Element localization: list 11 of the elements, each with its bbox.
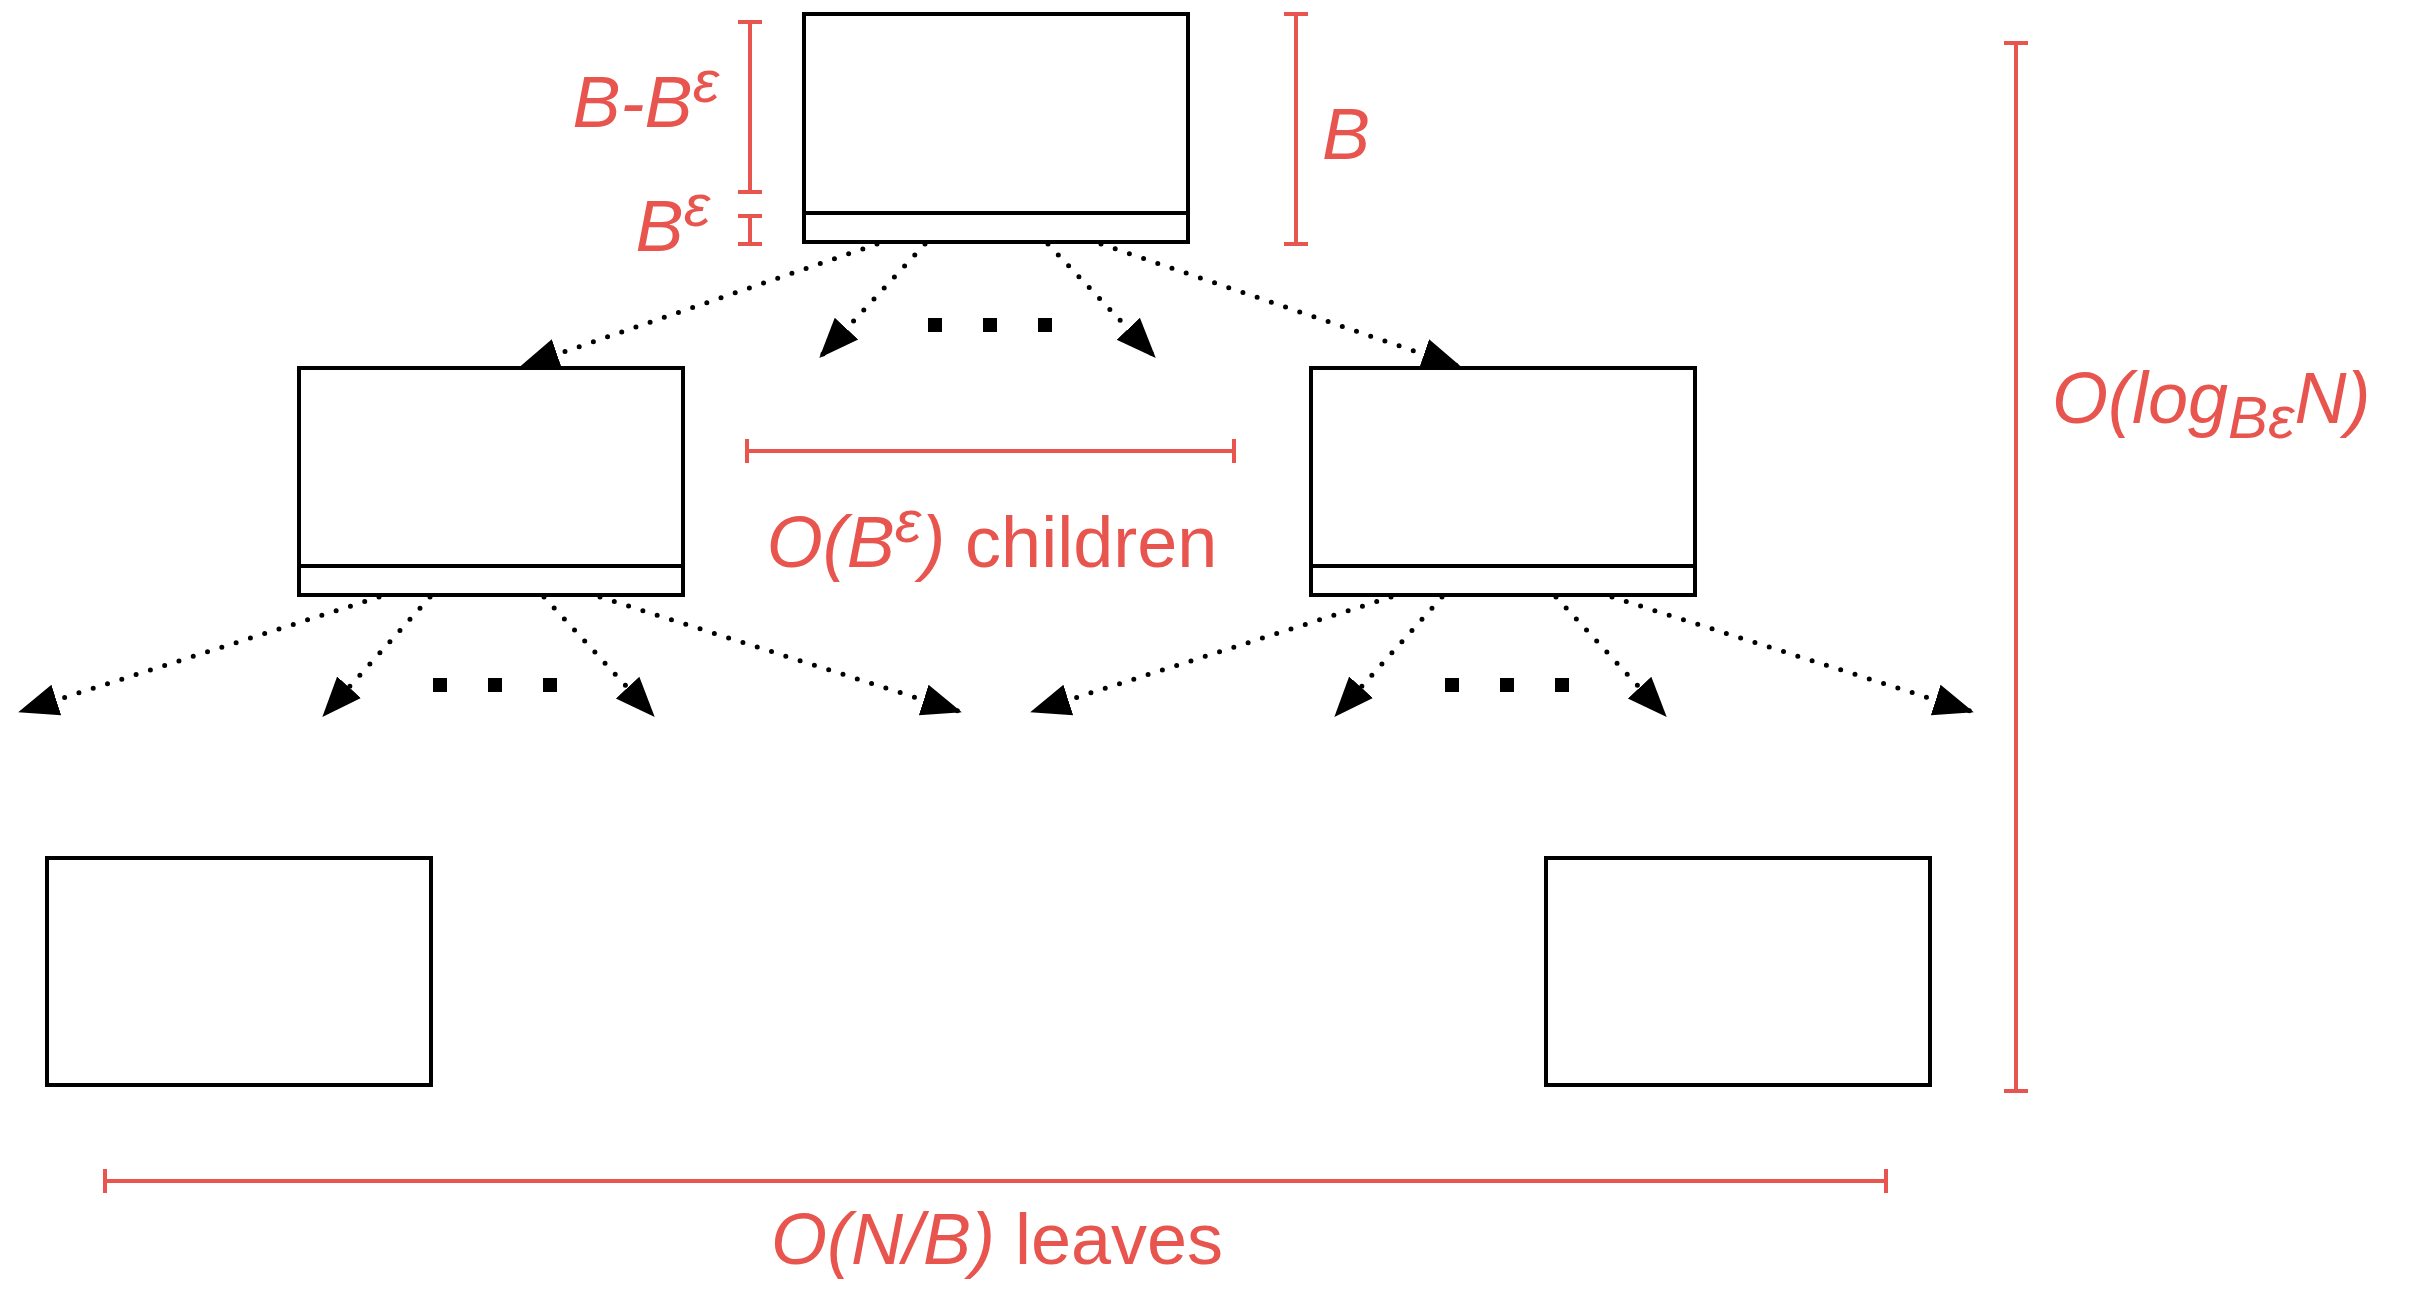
leaf-block bbox=[45, 856, 433, 1087]
dimension-label: O(log$_{Bε}$N) bbox=[2052, 358, 2371, 452]
dimension-label: B$^{ε}$ bbox=[635, 173, 710, 267]
node-block bbox=[297, 366, 685, 597]
dimension-label: O(N/B) leaves bbox=[770, 1200, 1224, 1280]
dimension-label: B bbox=[1322, 95, 1371, 175]
dimension-label: B-B$^{ε}$ bbox=[572, 49, 719, 143]
node-block bbox=[802, 12, 1190, 244]
node-block bbox=[1309, 366, 1697, 597]
leaf-block bbox=[1544, 856, 1932, 1087]
dimension-label: O(B$^{ε}$) children bbox=[766, 489, 1218, 583]
